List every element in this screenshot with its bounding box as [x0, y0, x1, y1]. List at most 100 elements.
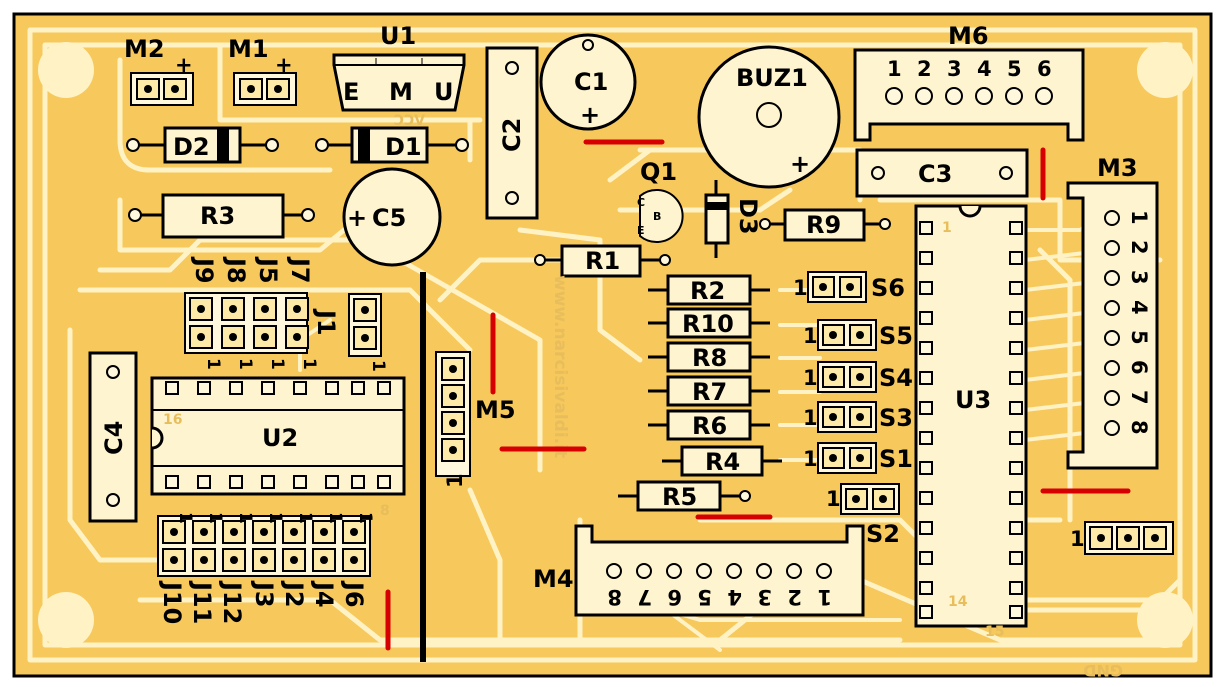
top-jumper-block[interactable]	[184, 292, 309, 354]
jumper-j5-label: J5	[254, 256, 282, 284]
u1-regulator[interactable]	[332, 53, 466, 112]
m3-pin-3: 3	[1127, 270, 1151, 285]
right-3pin-connector[interactable]	[1084, 521, 1174, 555]
d3-diode[interactable]	[704, 180, 730, 258]
m6-pin-1: 1	[887, 57, 902, 81]
q1-pin-b: B	[653, 210, 661, 223]
m3-connector[interactable]	[1066, 181, 1159, 470]
r1-resistor[interactable]	[534, 244, 671, 278]
u3-ic[interactable]	[914, 204, 1028, 628]
u3-pin14: 14	[948, 594, 968, 610]
s6-connector[interactable]	[807, 271, 867, 303]
s1-pin1: 1	[803, 447, 818, 471]
buz1-plus: +	[790, 150, 810, 178]
s5-connector[interactable]	[817, 319, 877, 351]
m1-plus: +	[275, 53, 293, 77]
r7-resistor[interactable]	[648, 375, 770, 407]
jumper-j1-label: J1	[312, 308, 340, 336]
j4-pin1: 1	[325, 512, 345, 524]
d2-diode[interactable]	[126, 126, 279, 164]
s6-label: S6	[871, 274, 905, 302]
j-right-pin1: 1	[1070, 527, 1085, 551]
r3-label: R3	[200, 202, 235, 230]
red-wire-jumpers	[385, 139, 1131, 651]
r8-resistor[interactable]	[648, 341, 770, 373]
s3-pin1: 1	[803, 406, 818, 430]
m1-connector[interactable]	[233, 72, 297, 106]
c2-label: C2	[498, 118, 526, 152]
m4-pin-5: 5	[697, 585, 712, 609]
r3-resistor[interactable]	[128, 193, 315, 239]
m4-pin-6: 6	[667, 585, 682, 609]
jumper-j4-label: J4	[310, 580, 338, 608]
j9-pin1: 1	[203, 358, 223, 370]
jumper-j12-label: J12	[218, 580, 246, 624]
m6-pin-5: 5	[1007, 57, 1022, 81]
m2-connector[interactable]	[130, 72, 194, 106]
m2-plus: +	[175, 53, 193, 77]
jumper-j11-label: J11	[188, 580, 216, 624]
u2-pin8: 8	[380, 503, 390, 519]
s4-connector[interactable]	[817, 361, 877, 393]
j2-pin1: 1	[295, 512, 315, 524]
s6-pin1: 1	[793, 276, 808, 300]
r4-resistor[interactable]	[662, 445, 782, 477]
r9-label: R9	[806, 211, 841, 239]
r6-resistor[interactable]	[648, 409, 770, 441]
c4-capacitor[interactable]	[88, 351, 138, 523]
j10-pin1: 1	[175, 512, 195, 524]
bottom-jumper-pin1-labels: 1 1 1 1 1 1 1	[175, 512, 375, 524]
j3-pin1: 1	[265, 512, 285, 524]
q1-transistor[interactable]	[639, 189, 684, 243]
j8-pin1: 1	[235, 358, 255, 370]
q1-pin-c: C	[637, 196, 645, 209]
c1-plus: +	[580, 101, 600, 129]
s3-label: S3	[879, 404, 913, 432]
jumper-j1[interactable]	[348, 293, 382, 357]
s3-connector[interactable]	[817, 401, 877, 433]
c5-plus: +	[347, 204, 367, 232]
c1-capacitor[interactable]	[539, 33, 637, 131]
r6-label: R6	[692, 412, 727, 440]
bottom-jumper-block[interactable]	[157, 515, 371, 577]
m4-label: M4	[533, 565, 574, 593]
m3-pin-5: 5	[1127, 330, 1151, 345]
r2-resistor[interactable]	[648, 274, 770, 306]
m3-pin-8: 8	[1127, 420, 1151, 435]
c4-label: C4	[100, 421, 128, 455]
m5-connector[interactable]	[435, 351, 471, 477]
s2-label: S2	[866, 520, 900, 548]
m4-pin-1: 1	[817, 585, 832, 609]
s1-connector[interactable]	[817, 442, 877, 474]
q1-label: Q1	[640, 158, 677, 186]
m4-pin-4: 4	[727, 585, 742, 609]
u3-pin1: 1	[942, 220, 952, 236]
m3-pin-7: 7	[1127, 390, 1151, 405]
m5-pin1: 1	[443, 473, 467, 488]
s2-connector[interactable]	[840, 483, 900, 515]
m1-label: M1	[228, 35, 269, 63]
q1-pin-e: E	[637, 224, 645, 237]
s5-label: S5	[879, 322, 913, 350]
jumper-j2-label: J2	[280, 580, 308, 608]
buz1-buzzer[interactable]	[697, 45, 841, 189]
m3-pin-6: 6	[1127, 360, 1151, 375]
u1-label: U1	[380, 22, 416, 50]
j5-pin1: 1	[267, 358, 287, 370]
c5-capacitor[interactable]	[342, 167, 442, 267]
r10-resistor[interactable]	[648, 307, 770, 339]
r9-resistor[interactable]	[759, 208, 891, 242]
c2-capacitor[interactable]	[485, 46, 539, 220]
m3-label: M3	[1097, 154, 1138, 182]
r1-label: R1	[585, 247, 620, 275]
m6-connector[interactable]	[853, 48, 1085, 142]
u2-ic[interactable]	[150, 376, 406, 496]
m6-pin-3: 3	[947, 57, 962, 81]
c3-capacitor[interactable]	[855, 148, 1029, 198]
d1-diode[interactable]	[315, 126, 469, 164]
c5-label: C5	[372, 204, 406, 232]
r5-resistor[interactable]	[618, 480, 751, 512]
d1-label: D1	[385, 133, 422, 161]
m4-connector[interactable]	[574, 524, 865, 617]
